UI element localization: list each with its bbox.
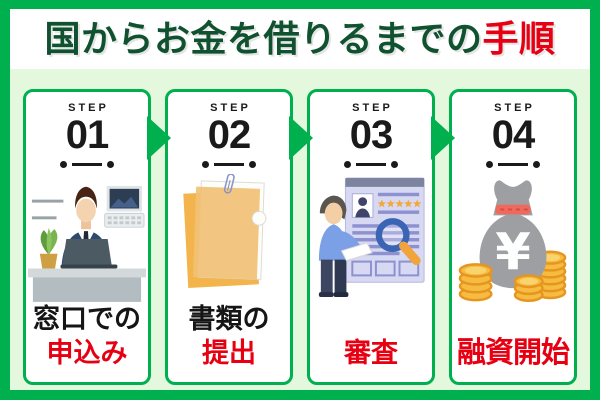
dot-line-divider <box>344 161 398 168</box>
magnifier-icon <box>375 218 421 266</box>
caption-black-text <box>344 302 398 336</box>
step-word: STEP <box>68 102 109 114</box>
money-bag-icon: ¥ <box>479 180 547 289</box>
infographic-body: 国からお金を借りるまでの手順 STEP 01 <box>10 9 590 390</box>
page-title: 国からお金を借りるまでの手順 <box>44 21 555 57</box>
plant-icon <box>39 228 58 269</box>
dot-line-divider <box>202 161 256 168</box>
reception-counter-illustration <box>28 174 146 302</box>
caption-red-text: 提出 <box>202 338 256 368</box>
documents-folder-illustration <box>170 174 288 302</box>
step-card-4: STEP 04 ¥ <box>449 89 577 385</box>
title-bar: 国からお金を借りるまでの手順 <box>10 9 590 69</box>
paper-in-hand <box>340 242 373 262</box>
step-word: STEP <box>352 102 393 114</box>
step-caption: 窓口での 申込み <box>33 302 141 374</box>
next-step-arrow-icon <box>289 116 313 160</box>
thumb-notch <box>251 210 267 226</box>
money-bag-coins-icon: ¥ <box>458 180 567 302</box>
screening-document-icon <box>318 177 425 297</box>
bag-ribbon <box>495 204 531 215</box>
caption-red-text: 融資開始 <box>456 337 570 369</box>
coin-stack-left <box>458 263 493 302</box>
laptop-icon <box>60 238 118 269</box>
counter-front <box>32 277 142 302</box>
step-caption: 書類の 提出 <box>189 302 270 374</box>
step-caption: 融資開始 <box>456 302 570 374</box>
dot-line-divider <box>486 161 540 168</box>
caption-black-text: 窓口での <box>33 304 141 334</box>
step-word: STEP <box>210 102 251 114</box>
step-number: 04 <box>491 113 535 157</box>
step-number: 03 <box>349 113 393 157</box>
step-word: STEP <box>494 102 535 114</box>
yen-symbol: ¥ <box>495 223 531 282</box>
caption-red-text: 申込み <box>46 338 128 368</box>
step-caption: 審査 <box>344 302 398 374</box>
documents-folder-icon <box>183 174 267 288</box>
paperclip-icon <box>223 174 235 194</box>
caption-black-text <box>457 302 569 336</box>
step-card-1: STEP 01 <box>23 89 171 385</box>
next-step-arrow-icon <box>147 116 171 160</box>
background-monitor-icon <box>104 185 145 228</box>
reviewer-person-icon <box>318 195 373 297</box>
step-number: 02 <box>207 113 251 157</box>
caption-red-text: 審査 <box>344 338 398 368</box>
dot-line-divider <box>60 161 114 168</box>
clear-file-front <box>193 186 261 280</box>
step-card-3: STEP 03 <box>307 89 455 385</box>
title-main-text: 国からお金を借りるまでの <box>44 18 483 59</box>
steps-row: STEP 01 <box>10 69 590 401</box>
screening-illustration <box>312 174 430 302</box>
step-card-2: STEP 02 <box>165 89 313 385</box>
caption-black-text: 書類の <box>188 304 270 334</box>
money-bag-illustration: ¥ <box>454 174 572 302</box>
title-highlight-text: 手順 <box>482 18 556 59</box>
counter-top <box>28 268 146 278</box>
step-number: 01 <box>65 113 109 157</box>
next-step-arrow-icon <box>431 116 455 160</box>
application-document <box>344 177 425 283</box>
reception-counter-icon <box>28 185 146 302</box>
